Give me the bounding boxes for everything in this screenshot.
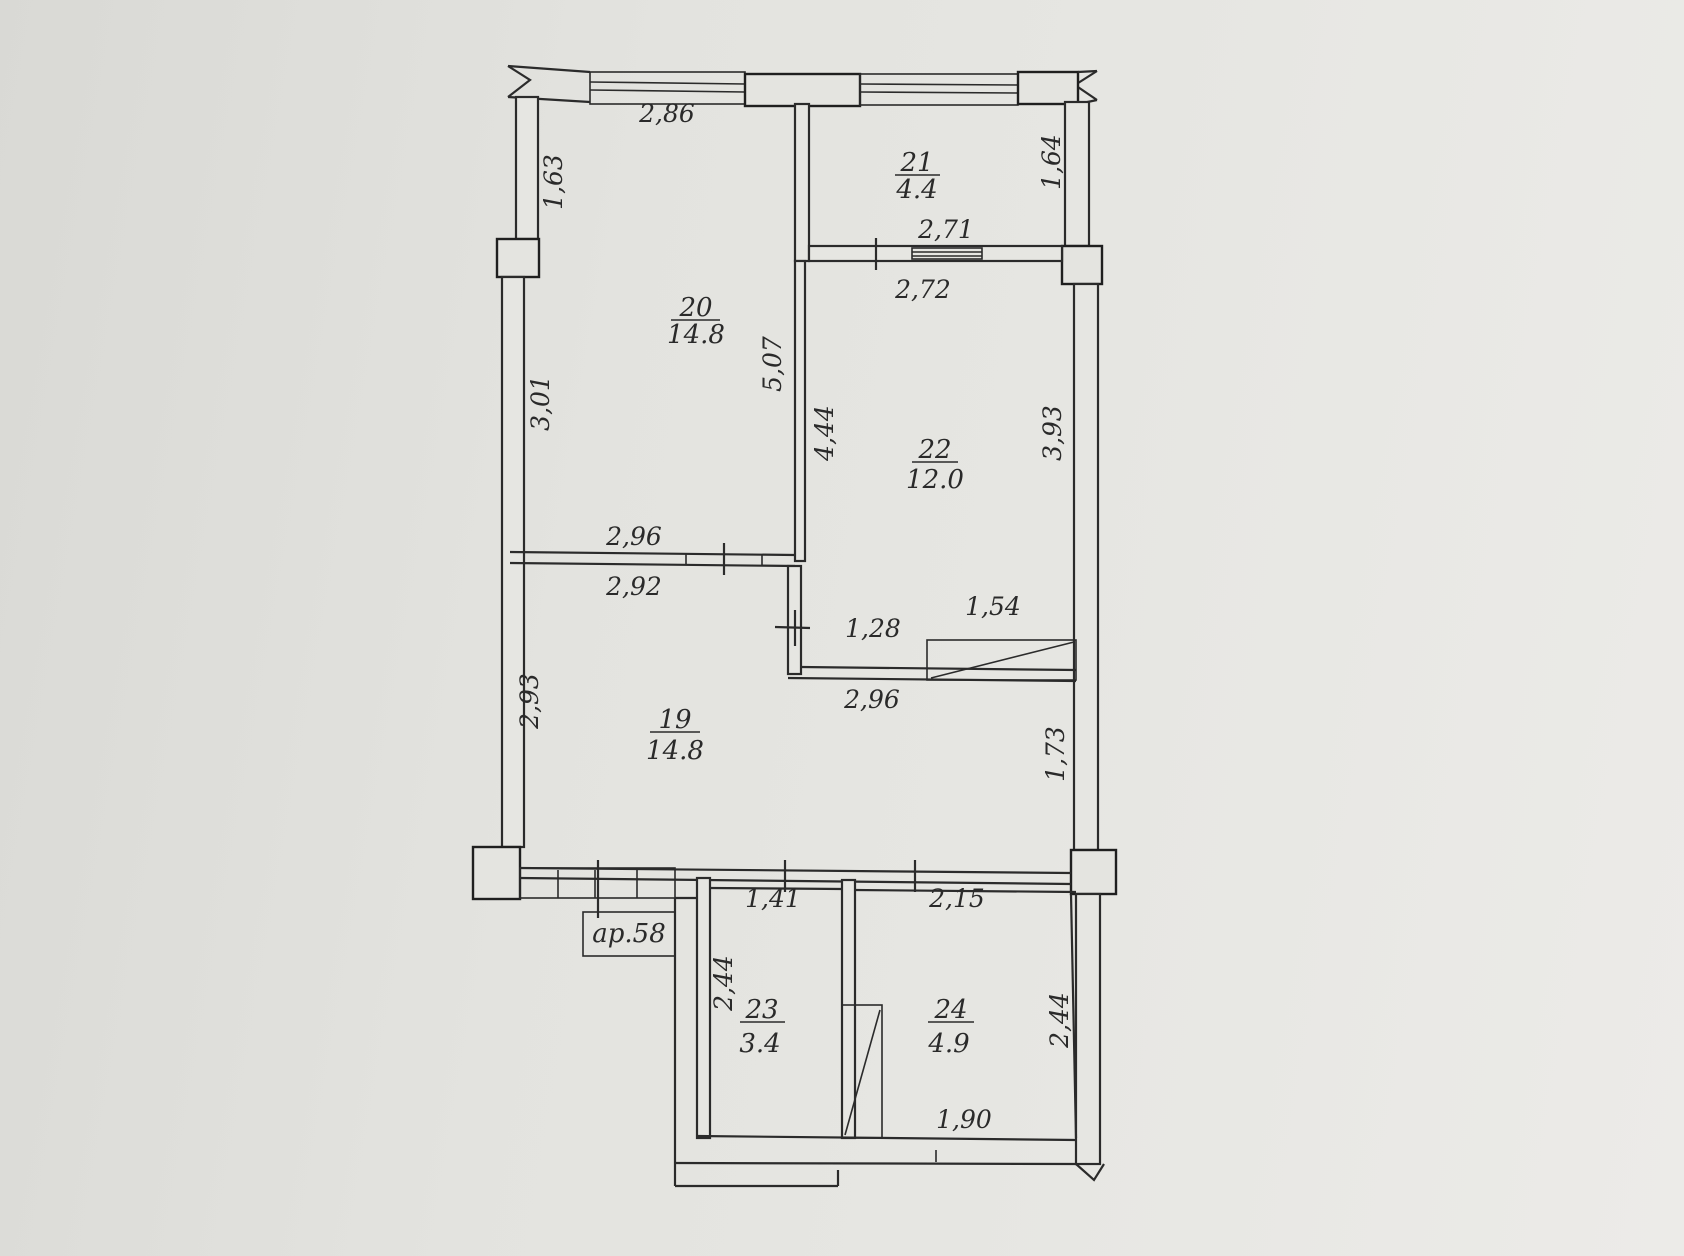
room-area: 12.0 (906, 465, 964, 495)
room-19-label: 19 14.8 (646, 705, 704, 766)
room-23-label: 23 3.4 (739, 995, 785, 1059)
dim-room19-mid: 2,96 (843, 685, 900, 714)
room-number: 22 (917, 435, 951, 465)
window-right (859, 73, 1019, 106)
room-area: 4.9 (927, 1029, 969, 1059)
wall-21-22 (807, 238, 1064, 270)
dim-room22-left: 4,44 (810, 405, 839, 462)
dim-room19-left: 2,93 (515, 673, 544, 730)
room-21-label: 21 4.4 (895, 148, 940, 205)
dim-room20-right: 5,07 (758, 336, 787, 392)
room-number: 21 (899, 148, 933, 178)
room-number: 19 (658, 705, 691, 735)
dim-room24-right: 2,44 (1045, 992, 1074, 1049)
dim-room23-top: 1,41 (745, 884, 801, 913)
dim-top-window-left: 2,86 (638, 99, 695, 128)
room-number: 20 (678, 293, 712, 323)
bath-walls (673, 876, 1078, 1188)
top-facade (507, 64, 1098, 108)
room-22-label: 22 12.0 (906, 435, 964, 495)
dim-room20-bottom: 2,96 (605, 522, 662, 551)
apartment-label: ap.58 (592, 919, 666, 949)
room-area: 14.8 (646, 736, 704, 766)
dim-right-wall-lower: 1,73 (1041, 726, 1070, 782)
dim-room21-bottom: 2,71 (917, 215, 974, 244)
dim-room22-right: 3,93 (1038, 405, 1067, 461)
dim-room24-top: 2,15 (928, 884, 985, 913)
room-number: 24 (933, 995, 967, 1025)
closet-walls (774, 564, 1077, 683)
wall-19-bottom (519, 860, 1072, 918)
room-24-label: 24 4.9 (927, 995, 974, 1059)
wall-20-22 (793, 259, 807, 563)
room-number: 23 (744, 995, 778, 1025)
dim-right-wall-top: 1,64 (1037, 134, 1066, 190)
dim-room19-top: 2,92 (605, 572, 662, 601)
dim-closet-right: 1,54 (965, 592, 1021, 621)
dim-room24-bottom: 1,90 (936, 1105, 992, 1134)
room-area: 14.8 (667, 320, 725, 350)
room-20-label: 20 14.8 (667, 293, 725, 350)
wall-20-19 (509, 543, 796, 575)
right-wall (1060, 100, 1118, 1182)
apartment-label-box: ap.58 (582, 911, 676, 957)
dim-room23-left: 2,44 (709, 955, 738, 1012)
dim-closet-left: 1,28 (845, 614, 901, 643)
dim-room22-top: 2,72 (894, 275, 951, 304)
wall-20-21 (793, 102, 811, 263)
dim-left-wall-top: 1,63 (539, 154, 568, 210)
room-area: 3.4 (739, 1029, 780, 1059)
dim-room20-left: 3,01 (526, 375, 555, 431)
left-wall (471, 95, 541, 901)
room-area: 4.4 (895, 175, 937, 205)
